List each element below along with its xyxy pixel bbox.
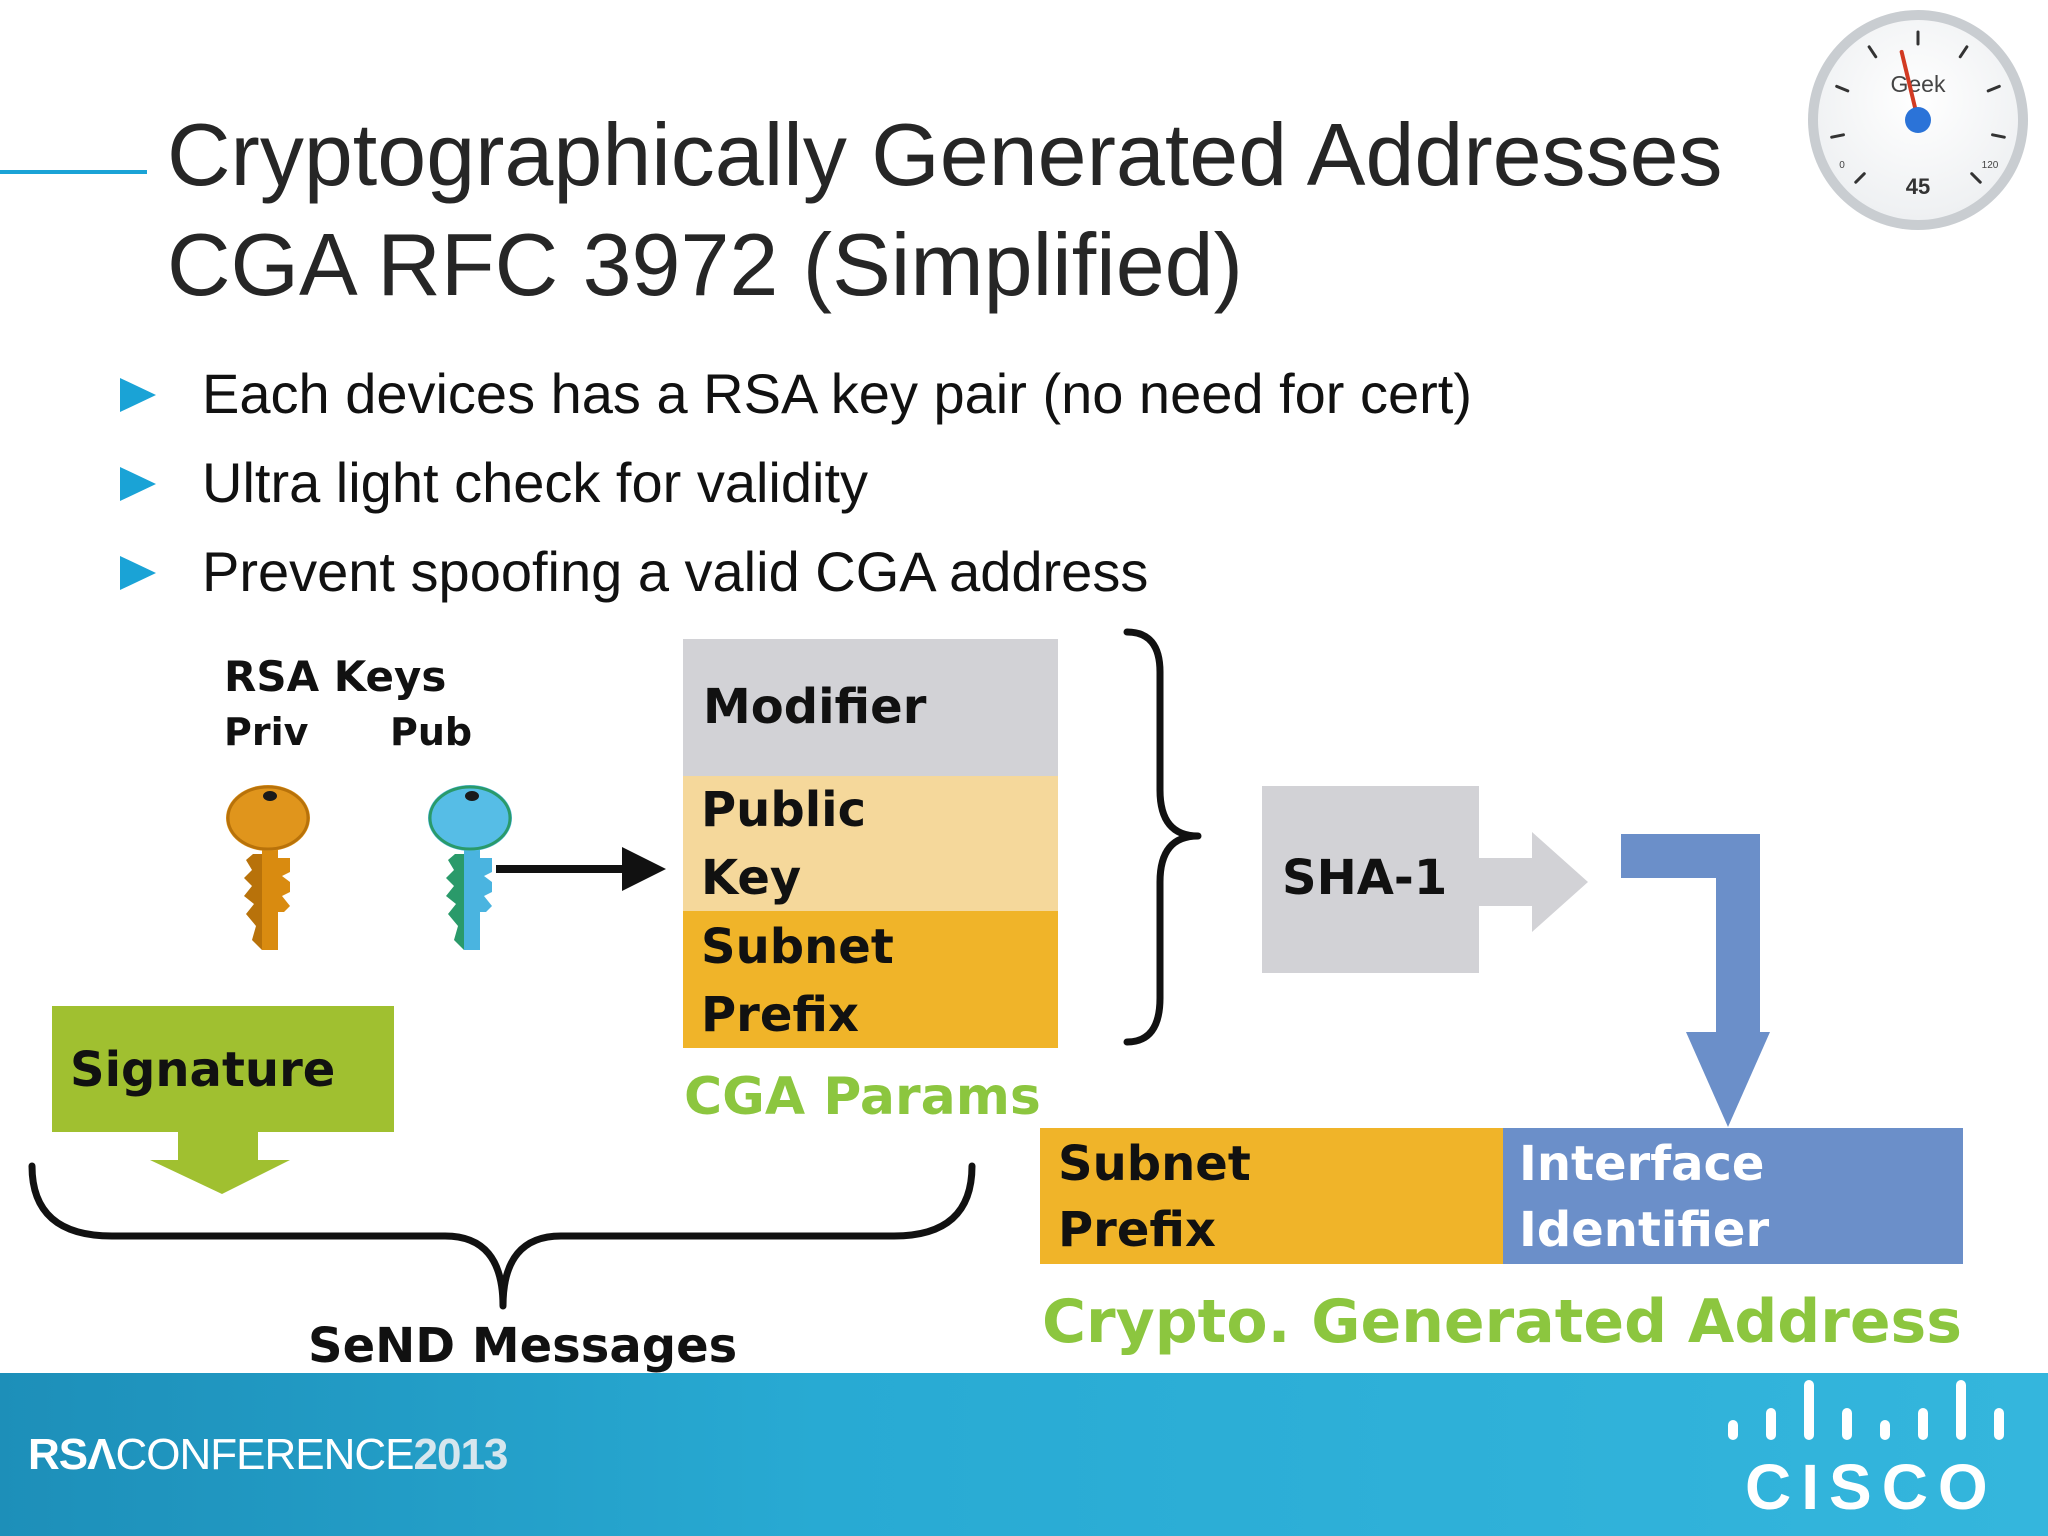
address-subnet-line-2: Prefix [1058, 1202, 1216, 1258]
footer-band [0, 1373, 2048, 1536]
gauge-tick [1835, 84, 1850, 93]
cga-address-caption: Crypto. Generated Address [1042, 1287, 1962, 1357]
title-line-1: Cryptographically Generated Addresses [167, 105, 1723, 204]
params-right-brace [1123, 628, 1202, 1046]
gauge-tick [1867, 45, 1878, 59]
gauge-tick [1854, 172, 1866, 184]
signature-down-arrow [150, 1126, 290, 1194]
title-accent-line [0, 170, 147, 174]
public-key-field-line-1: Public [701, 782, 867, 838]
params-subnet-line-2: Prefix [701, 987, 859, 1043]
cisco-bars-icon [1728, 1378, 2018, 1450]
iid-elbow-arrow-head [1686, 1032, 1770, 1127]
gauge-label: Geek [1891, 71, 1946, 97]
bullet-triangle-icon [120, 467, 156, 501]
geek-gauge-icon: Geek 0 120 45 [1808, 10, 2028, 230]
modifier-field: Modifier [683, 639, 1058, 776]
rsa-keys-heading: RSA Keys [224, 652, 447, 701]
gauge-tick [1958, 45, 1969, 59]
key-to-params-arrow-head [622, 847, 666, 891]
interface-identifier-field: Interface Identifier [1503, 1128, 1963, 1264]
rsa-logo-part-2: Λ [87, 1430, 116, 1479]
gauge-value: 45 [1906, 174, 1930, 199]
cga-params-caption: CGA Params [684, 1067, 1041, 1127]
send-bottom-brace [28, 1162, 976, 1310]
private-key-icon [226, 785, 310, 950]
rsa-logo-year: 2013 [413, 1430, 509, 1479]
public-key-field-line-2: Key [701, 850, 802, 906]
bullet-text: Ultra light check for validity [202, 451, 869, 514]
sha1-output-arrow [1478, 832, 1588, 932]
page-title: Cryptographically Generated Addresses CG… [167, 100, 1787, 320]
sha1-label: SHA-1 [1282, 850, 1448, 906]
signature-label: Signature [70, 1042, 336, 1098]
title-line-2: CGA RFC 3972 (Simplified) [167, 215, 1243, 314]
gauge-min-label: 0 [1839, 160, 1845, 171]
sha1-box: SHA-1 [1262, 786, 1479, 973]
address-subnet-line-1: Subnet [1058, 1136, 1251, 1192]
iid-line-1: Interface [1519, 1136, 1765, 1192]
public-key-label: Pub [390, 710, 473, 754]
params-subnet-prefix-field: Subnet Prefix [683, 911, 1058, 1048]
address-subnet-prefix-field: Subnet Prefix [1040, 1128, 1503, 1264]
bullet-text: Each devices has a RSA key pair (no need… [202, 362, 1472, 425]
gauge-tick [1970, 172, 1982, 184]
modifier-label: Modifier [703, 679, 927, 735]
private-key-label: Priv [224, 710, 309, 754]
gauge-tick [1991, 133, 2006, 139]
bullet-triangle-icon [120, 556, 156, 590]
rsa-logo-part-3: CONFERENCE [115, 1430, 414, 1479]
gauge-tick [1986, 84, 2001, 93]
iid-elbow-arrow-shaft [1621, 834, 1760, 1034]
cisco-wordmark: CISCO [1745, 1451, 1998, 1523]
gauge-hub [1905, 107, 1931, 133]
bullet-text: Prevent spoofing a valid CGA address [202, 540, 1149, 603]
send-messages-label: SeND Messages [308, 1318, 738, 1374]
rsa-logo-part-1: RS [28, 1430, 88, 1479]
public-key-icon [428, 785, 512, 950]
public-key-field: Public Key [683, 776, 1058, 911]
gauge-tick [1830, 133, 1845, 139]
iid-line-2: Identifier [1519, 1202, 1770, 1258]
rsa-conference-logo: RSΛCONFERENCE2013 [28, 1430, 509, 1480]
gauge-ticks [1830, 30, 2006, 184]
signature-box: Signature [52, 1006, 394, 1132]
gauge-max-label: 120 [1982, 160, 1999, 171]
bullet-triangle-icon [120, 378, 156, 412]
params-subnet-line-1: Subnet [701, 919, 894, 975]
